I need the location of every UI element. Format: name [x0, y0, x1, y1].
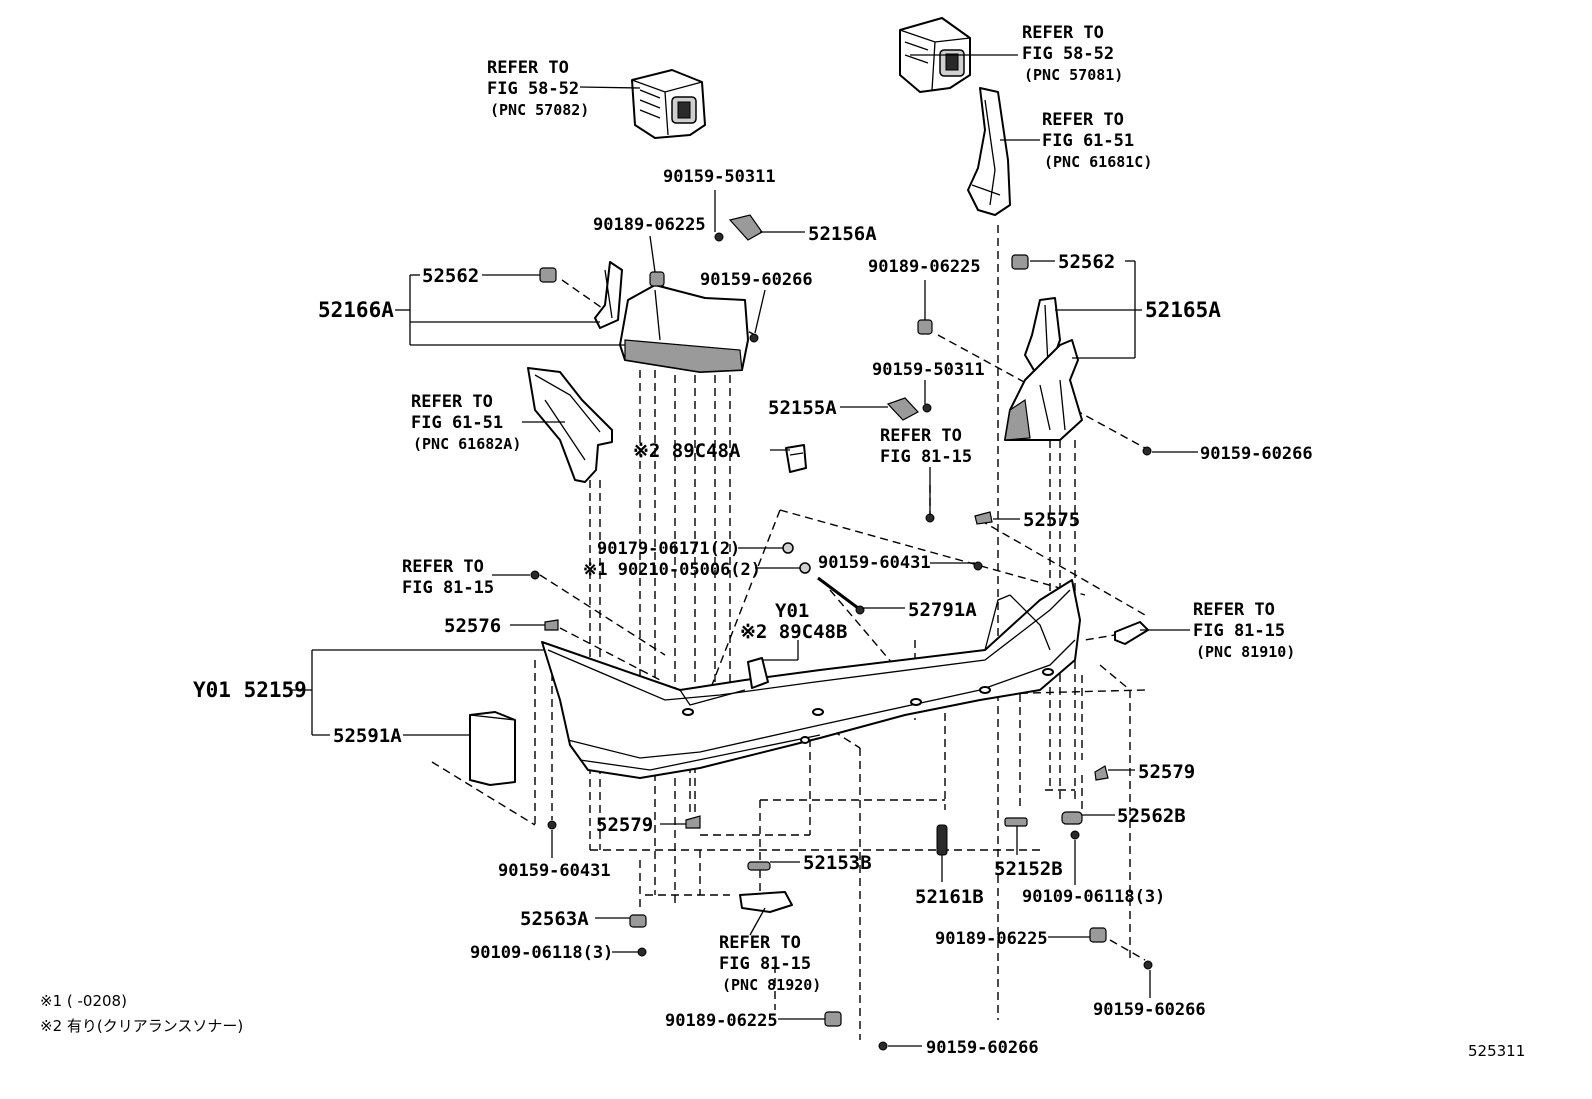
label-52153b: 52153B — [803, 852, 872, 874]
footnote-2: ※2 有り(クリアランスソナー) — [40, 1017, 243, 1035]
label-52563a: 52563A — [520, 908, 589, 930]
ref-81920-line3: (PNC 81920) — [722, 976, 821, 994]
ref-61682a-line1: REFER TO — [411, 392, 493, 412]
label-52152b: 52152B — [994, 858, 1063, 880]
clip-52156a — [728, 214, 763, 241]
label-90109-06118-right: 90109-06118(3) — [1022, 887, 1165, 907]
bracket-52166a — [619, 284, 749, 373]
label-52562b: 52562B — [1117, 805, 1186, 827]
label-52166a: 52166A — [318, 298, 394, 322]
ref-81920-line1: REFER TO — [719, 933, 801, 953]
label-52579-right: 52579 — [1138, 761, 1195, 783]
ref-57081-line2: FIG 58-52 — [1022, 44, 1114, 64]
stud-52791a — [817, 576, 865, 615]
fender-liner-left — [527, 367, 613, 483]
label-89c48a: ※2 89C48A — [633, 440, 741, 462]
label-90109-06118-left: 90109-06118(3) — [470, 943, 613, 963]
reflector-81920 — [739, 891, 793, 913]
label-90189-06225-bottom: 90189-06225 — [665, 1011, 778, 1031]
label-90189-06225-bottom-right: 90189-06225 — [935, 929, 1048, 949]
flap-52591a — [469, 711, 516, 786]
sensor-bracket-89c48a — [785, 444, 807, 473]
clip-52155a — [886, 397, 919, 421]
label-89c48b-line1: Y01 — [775, 600, 809, 622]
label-90210-05006: ※1 90210-05006(2) — [583, 560, 761, 580]
bumper-cover-52159 — [541, 579, 1081, 779]
label-90179-06171: 90179-06171(2) — [597, 539, 740, 559]
ref-8115-left-line1: REFER TO — [402, 557, 484, 577]
label-90159-60431-mid: 90159-60431 — [818, 553, 931, 573]
sensor-bracket-89c48b — [747, 657, 769, 689]
label-90159-50311-top: 90159-50311 — [663, 167, 776, 187]
label-90159-60431-bottom: 90159-60431 — [498, 861, 611, 881]
lamp-housing-left — [631, 69, 706, 139]
label-52562-left: 52562 — [422, 265, 479, 287]
ref-57082-line2: FIG 58-52 — [487, 79, 579, 99]
ref-61681c-line1: REFER TO — [1042, 110, 1124, 130]
ref-8115-left-line2: FIG 81-15 — [402, 578, 494, 598]
label-52161b: 52161B — [915, 886, 984, 908]
fasteners — [530, 232, 1153, 1051]
label-52591a: 52591A — [333, 725, 402, 747]
ref-81910-line3: (PNC 81910) — [1196, 643, 1295, 661]
label-90159-50311-mid: 90159-50311 — [872, 360, 985, 380]
footnotes: ※1 ( -0208) ※2 有り(クリアランスソナー) — [40, 992, 243, 1035]
ref-8115-center-line1: REFER TO — [880, 426, 962, 446]
ref-61681c-line2: FIG 61-51 — [1042, 131, 1134, 151]
label-90189-06225-right: 90189-06225 — [868, 257, 981, 277]
ref-57082-line3: (PNC 57082) — [490, 101, 589, 119]
ref-61682a-line3: (PNC 61682A) — [413, 435, 521, 453]
label-52165a: 52165A — [1145, 298, 1221, 322]
ref-61682a-line2: FIG 61-51 — [411, 413, 503, 433]
ref-57081-line3: (PNC 57081) — [1024, 66, 1123, 84]
label-52159: Y01 52159 — [193, 678, 307, 702]
footnote-1: ※1 ( -0208) — [40, 992, 127, 1010]
label-90159-60266-bottom: 90159-60266 — [926, 1038, 1039, 1058]
ref-8115-center-line2: FIG 81-15 — [880, 447, 972, 467]
label-90159-60266-right: 90159-60266 — [1200, 444, 1313, 464]
retainer-left — [594, 261, 623, 329]
label-52791a: 52791A — [908, 599, 977, 621]
label-90159-60266-top: 90159-60266 — [700, 270, 813, 290]
label-90159-60266-bottom-right: 90159-60266 — [1093, 1000, 1206, 1020]
ref-81920-line2: FIG 81-15 — [719, 954, 811, 974]
diagram-id: 525311 — [1468, 1042, 1525, 1060]
ref-81910-line2: FIG 81-15 — [1193, 621, 1285, 641]
label-89c48b-line2: ※2 89C48B — [740, 621, 847, 643]
label-90189-06225-top: 90189-06225 — [593, 215, 706, 235]
label-52156a: 52156A — [808, 223, 877, 245]
fender-liner-right — [967, 87, 1011, 216]
label-52576: 52576 — [444, 615, 501, 637]
ref-61681c-line3: (PNC 61681C) — [1044, 153, 1152, 171]
label-52562-right: 52562 — [1058, 251, 1115, 273]
ref-81910-line1: REFER TO — [1193, 600, 1275, 620]
label-52155a: 52155A — [768, 397, 837, 419]
label-52575: 52575 — [1023, 509, 1080, 531]
leader-lines — [292, 54, 1198, 1047]
reflector-81910 — [1114, 621, 1149, 645]
bracket-52165a — [1004, 297, 1083, 441]
label-52579-left: 52579 — [596, 814, 653, 836]
part-labels: REFER TO FIG 58-52 (PNC 57082) REFER TO … — [193, 23, 1313, 1058]
ref-57082-line1: REFER TO — [487, 58, 569, 78]
ref-57081-line1: REFER TO — [1022, 23, 1104, 43]
